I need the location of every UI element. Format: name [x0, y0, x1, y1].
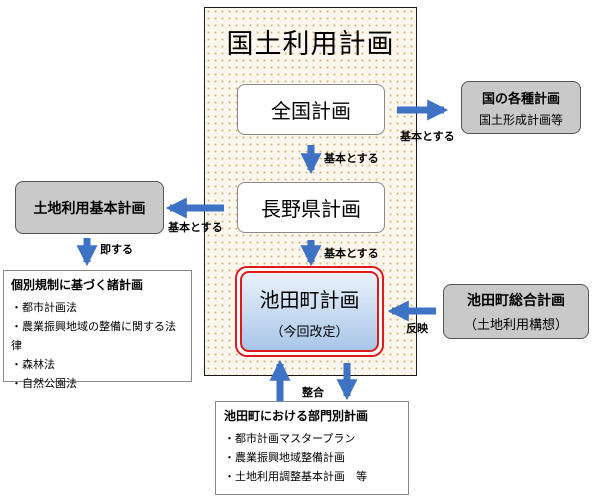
node-tochi-kihon: 土地利用基本計画 [15, 181, 164, 234]
node-zenkoku: 全国計画 [237, 84, 385, 135]
label-tochi-to-kobetsu: 即する [100, 243, 133, 256]
node-nagano-label: 長野県計画 [261, 197, 361, 221]
kobetsu-heading: 個別規制に基づく諸計画 [11, 278, 144, 292]
node-nagano: 長野県計画 [237, 182, 385, 233]
node-kakushu-title: 国の各種計画 [481, 91, 560, 107]
node-zenkoku-label: 全国計画 [271, 99, 351, 123]
label-zenkoku-to-kakushu: 基本とする [400, 130, 455, 143]
node-tochi-kihon-title: 土地利用基本計画 [33, 200, 146, 217]
kobetsu-item: ・自然公園法 [11, 377, 77, 390]
node-kakushu-subtitle: 国土形成計画等 [478, 112, 563, 127]
kobetsu-item: ・森林法 [11, 358, 55, 371]
node-ikeda: 池田町計画 （今回改定） [240, 271, 379, 352]
node-ikeda-title: 池田町計画 [259, 287, 360, 312]
bumon-item: ・土地利用調整基本計画 等 [224, 470, 367, 483]
label-zenkoku-to-nagano: 基本とする [324, 152, 379, 165]
kobetsu-item: ・農業振興地域の整備に関する法律 [11, 320, 176, 352]
node-sougou: 池田町総合計画 （土地利用構想） [443, 284, 589, 339]
label-sougou-to-ikeda: 反映 [406, 322, 428, 335]
label-nagano-to-ikeda: 基本とする [324, 247, 379, 260]
bumon-item: ・都市計画マスタープラン [224, 432, 356, 445]
node-sougou-subtitle: （土地利用構想） [463, 318, 568, 333]
kobetsu-item: ・都市計画法 [11, 301, 77, 314]
kobetsu-plans-box: 個別規制に基づく諸計画 ・都市計画法 ・農業振興地域の整備に関する法律 ・森林法… [3, 270, 192, 390]
label-nagano-to-tochi: 基本とする [168, 221, 223, 234]
bumon-plans-box: 池田町における部門別計画 ・都市計画マスタープラン ・農業振興地域整備計画 ・土… [215, 401, 409, 495]
node-ikeda-subtitle: （今回改定） [270, 324, 349, 340]
label-ikeda-bumon: 整合 [302, 386, 324, 399]
bumon-item: ・農業振興地域整備計画 [224, 451, 345, 464]
panel-title: 国土利用計画 [226, 29, 395, 60]
bumon-heading: 池田町における部門別計画 [224, 409, 369, 423]
node-kakushu: 国の各種計画 国土形成計画等 [461, 81, 581, 134]
node-sougou-title: 池田町総合計画 [467, 293, 565, 309]
